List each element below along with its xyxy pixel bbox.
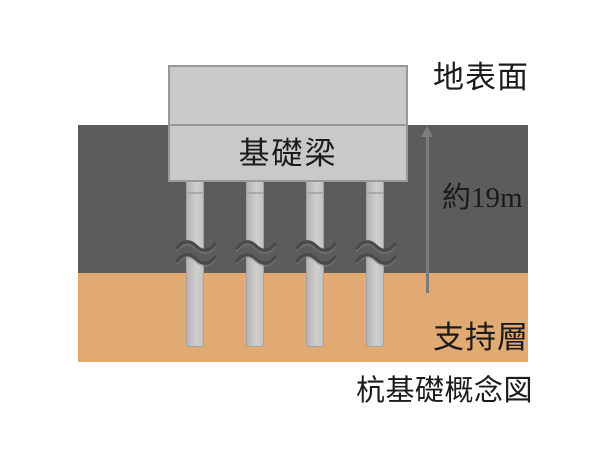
- pile-joint-line: [187, 192, 203, 194]
- pile: [295, 182, 337, 347]
- diagram-caption: 杭基礎概念図: [356, 375, 534, 407]
- foundation-beam-label: 基礎梁: [238, 135, 338, 171]
- pile-break-wave-icon: [235, 240, 277, 267]
- arrow-up-icon: [421, 126, 433, 137]
- pile: [355, 182, 397, 347]
- pile: [175, 182, 217, 347]
- building-block: [168, 65, 408, 126]
- pile-joint-line: [247, 192, 263, 194]
- pile-joint-line: [307, 192, 323, 194]
- pile: [235, 182, 277, 347]
- ground-surface-label: 地表面: [433, 60, 529, 95]
- depth-label: 約19m: [442, 182, 523, 214]
- pile-break-wave-icon: [295, 240, 337, 267]
- arrow-shaft: [426, 135, 429, 293]
- pile-break-wave-icon: [175, 240, 217, 267]
- bearing-layer-label: 支持層: [433, 320, 529, 355]
- pile-break-wave-icon: [355, 240, 397, 267]
- foundation-beam-block: 基礎梁: [168, 124, 408, 182]
- bearing-layer: [78, 273, 528, 362]
- pile-joint-line: [367, 192, 383, 194]
